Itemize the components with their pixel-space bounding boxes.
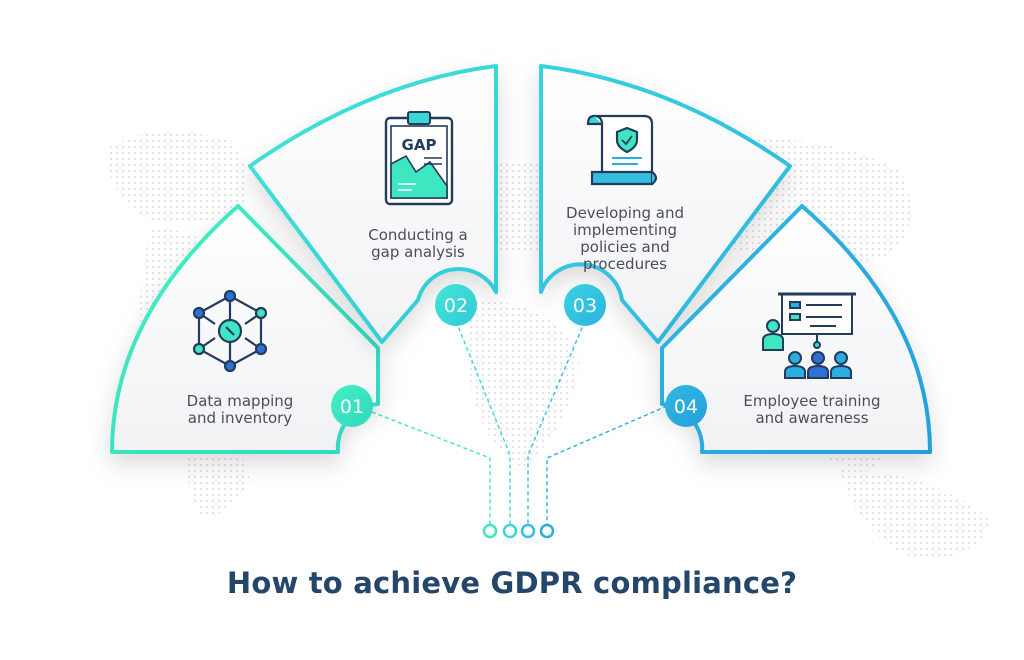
step-label-03: Developing and implementing policies and…	[545, 205, 705, 273]
ring-02	[502, 523, 518, 539]
step-02-line-2: gap analysis	[371, 243, 465, 261]
step-03-line-2: implementing	[572, 221, 678, 239]
badge-01: 01	[331, 385, 373, 427]
step-label-04: Employee training and awareness	[722, 393, 902, 427]
page-title: How to achieve GDPR compliance?	[226, 566, 798, 600]
badge-04: 04	[665, 385, 707, 427]
connector-04	[546, 405, 668, 524]
connector-rings	[482, 523, 555, 539]
badge-01-number: 01	[340, 396, 364, 418]
ring-03	[520, 523, 536, 539]
connector-03	[527, 320, 586, 524]
connector-02	[455, 320, 511, 524]
training-presentation-icon	[762, 292, 856, 379]
policy-document-icon	[586, 114, 658, 186]
step-04-line-1: Employee training	[743, 392, 881, 410]
gap-clipboard-icon: GAP	[384, 111, 454, 206]
ring-01	[482, 523, 498, 539]
step-label-01: Data mapping and inventory	[150, 393, 330, 427]
badge-03-number: 03	[573, 295, 597, 317]
badge-02: 02	[435, 284, 477, 326]
step-03-line-1: Developing and	[566, 204, 684, 222]
badge-04-number: 04	[674, 396, 698, 418]
connector-01	[371, 411, 491, 524]
step-label-02: Conducting a gap analysis	[338, 227, 498, 261]
step-01-line-2: and inventory	[187, 409, 293, 427]
step-03-line-3: policies and	[580, 238, 670, 256]
ring-04	[539, 523, 555, 539]
step-04-line-2: and awareness	[755, 409, 869, 427]
connector-lines	[371, 320, 668, 524]
step-02-line-1: Conducting a	[368, 226, 468, 244]
step-01-line-1: Data mapping	[186, 392, 294, 410]
badge-02-number: 02	[444, 295, 468, 317]
gap-icon-text: GAP	[402, 136, 437, 154]
step-03-line-4: procedures	[583, 255, 667, 273]
network-cube-icon	[192, 289, 268, 373]
badge-03: 03	[564, 284, 606, 326]
